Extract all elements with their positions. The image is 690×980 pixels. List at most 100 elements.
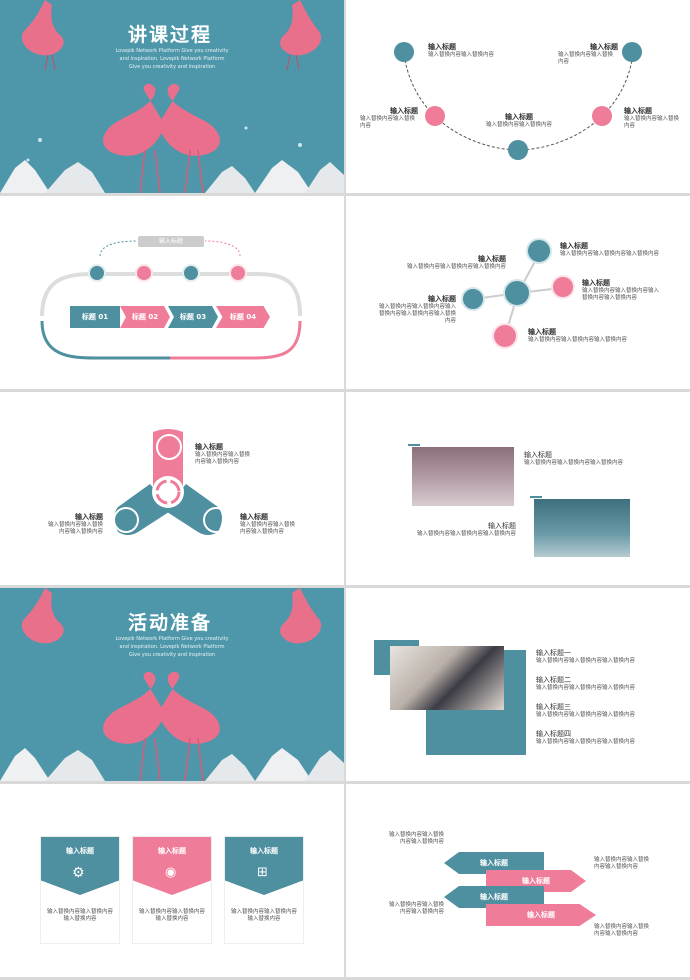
slide-subtitle: Lovepik Network Platform Give you creati… (112, 47, 232, 71)
slide-title: 活动准备 (128, 612, 213, 634)
item-text: 输入标题输入替换内容输入替换内容输入替换内容 (195, 442, 255, 466)
item-text: 输入标题二输入替换内容输入替换内容输入替换内容 (536, 675, 635, 692)
subtitle-line: Give you creativity and inspiration (128, 652, 216, 658)
item-text: 输入标题三输入替换内容输入替换内容输入替换内容 (536, 702, 635, 719)
corner-accent (408, 444, 420, 446)
item-desc: 输入替换内容输入替换内容输入替换内容 (560, 251, 660, 257)
aperture-icon: ◉ (165, 865, 177, 880)
item-desc: 输入替换内容输入替换内容输入替换内容输入替换内容 (582, 288, 660, 301)
arc-connector (403, 54, 634, 151)
card-header (133, 837, 211, 895)
right-arrow: 输入标题 (486, 904, 596, 926)
bag-icon (156, 434, 182, 460)
brain-icon (503, 279, 531, 307)
step-icon (135, 264, 153, 282)
step-arrow: 标题 04 (216, 306, 270, 328)
cycle-loop (40, 240, 302, 360)
item-title: 输入标题 (524, 451, 552, 459)
slide-2[interactable]: 输入标题输入替换内容输入替换内容 输入标题输入替换内容输入替换内容 输入标题输入… (346, 0, 690, 193)
item-title: 输入标题 (582, 279, 610, 287)
card: 输入标题 ⊞ 输入替换内容输入替换内容输入替换内容 (224, 836, 304, 944)
slide-8[interactable]: 输入标题一输入替换内容输入替换内容输入替换内容 输入标题二输入替换内容输入替换内… (346, 588, 690, 781)
item-desc: 输入替换内容输入替换内容 (558, 52, 614, 65)
item-title: 输入标题 (428, 295, 456, 303)
card: 输入标题 ⚙ 输入替换内容输入替换内容输入替换内容 (40, 836, 120, 944)
item-text: 输入标题输入替换内容输入替换内容 (624, 106, 684, 130)
left-arrow: 输入标题 (444, 886, 544, 908)
slide-4[interactable]: 输入标题输入替换内容输入替换内容输入替换内容 输入标题输入替换内容输入替换内容输… (346, 196, 690, 389)
node-circle (394, 42, 414, 62)
item-text: 输入标题输入替换内容输入替换内容输入替换内容 (48, 512, 103, 536)
item-desc: 输入替换内容输入替换内容输入替换内容 (536, 685, 636, 691)
subtitle-line: Lovepik Network Platform Give you creati… (115, 636, 229, 642)
item-title: 输入标题 (528, 328, 556, 336)
monitor-icon (526, 238, 552, 264)
corner-accent (530, 496, 542, 498)
item-title: 输入标题 (624, 107, 652, 115)
item-title: 输入标题四 (536, 730, 571, 738)
card-title: 输入标题 (158, 847, 186, 855)
item-title: 输入标题一 (536, 649, 571, 657)
card-desc: 输入替换内容输入替换内容输入替换内容 (47, 909, 114, 922)
item-text: 输入标题输入替换内容输入替换内容输入替换内容 (560, 241, 660, 258)
gear-icon: ⚙ (72, 865, 85, 881)
spinner-diagram (114, 429, 222, 535)
slide-10[interactable]: 输入标题 输入标题 输入标题 输入标题 输入替换内容输入替换内容输入替换内容 输… (346, 784, 690, 977)
windows-icon: ⊞ (257, 865, 268, 880)
subtitle-line: and inspiration. Lovepik Network Platfor… (119, 56, 225, 62)
slide-1[interactable]: 讲课过程 Lovepik Network Platform Give you c… (0, 0, 344, 193)
living-room-photo (534, 499, 630, 557)
item-text: 输入标题输入替换内容输入替换内容输入替换内容 (524, 450, 664, 467)
side-text: 输入替换内容输入替换内容输入替换内容 (388, 832, 444, 845)
slide-9[interactable]: 输入标题 ⚙ 输入替换内容输入替换内容输入替换内容 输入标题 ◉ 输入替换内容输… (0, 784, 344, 977)
item-text: 输入标题输入替换内容输入替换内容输入替换内容 (240, 512, 295, 536)
item-title: 输入标题 (488, 522, 516, 530)
item-title: 输入标题 (75, 513, 103, 521)
item-desc: 输入替换内容输入替换内容输入替换内容 (536, 739, 636, 745)
item-desc: 输入替换内容输入替换内容输入替换内容输入替换内容输入替换内容 (378, 304, 456, 324)
subtitle-line: Lovepik Network Platform Give you creati… (115, 48, 229, 54)
item-title: 输入标题 (428, 43, 456, 51)
item-text: 输入标题输入替换内容输入替换内容输入替换内容 (406, 521, 516, 538)
item-text: 输入标题输入替换内容输入替换内容输入替换内容输入替换内容输入替换内容 (376, 294, 456, 325)
item-title: 输入标题 (560, 242, 588, 250)
node-circle (622, 42, 642, 62)
item-desc: 输入替换内容输入替换内容输入替换内容 (536, 712, 636, 718)
laptop-photo (390, 646, 504, 710)
item-text: 输入标题四输入替换内容输入替换内容输入替换内容 (536, 729, 635, 746)
slide-title: 讲课过程 (128, 24, 213, 46)
item-text: 输入标题输入替换内容输入替换内容 (558, 42, 618, 66)
side-text: 输入替换内容输入替换内容输入替换内容 (388, 902, 444, 915)
item-text: 输入标题输入替换内容输入替换内容输入替换内容 (528, 327, 628, 344)
slide-5[interactable]: 输入标题输入替换内容输入替换内容输入替换内容 输入标题输入替换内容输入替换内容输… (0, 392, 344, 585)
item-desc: 输入替换内容输入替换内容输入替换内容 (195, 452, 251, 465)
subtitle-line: and inspiration. Lovepik Network Platfor… (119, 644, 225, 650)
step-arrow: 标题 03 (168, 306, 218, 328)
node-circle (425, 106, 445, 126)
card-title: 输入标题 (66, 847, 94, 855)
slide-subtitle: Lovepik Network Platform Give you creati… (112, 635, 232, 659)
step-arrow: 标题 02 (120, 306, 170, 328)
card-desc: 输入替换内容输入替换内容输入替换内容 (231, 909, 298, 922)
slide-6[interactable]: 输入标题输入替换内容输入替换内容输入替换内容 输入标题输入替换内容输入替换内容输… (346, 392, 690, 585)
subtitle-line: Give you creativity and inspiration (128, 64, 216, 70)
item-text: 输入标题输入替换内容输入替换内容输入替换内容 (406, 254, 506, 271)
card: 输入标题 ◉ 输入替换内容输入替换内容输入替换内容 (132, 836, 212, 944)
item-desc: 输入替换内容输入替换内容输入替换内容 (48, 522, 104, 535)
flamingo-illustration (0, 588, 344, 781)
side-text: 输入替换内容输入替换内容输入替换内容 (594, 924, 650, 937)
item-desc: 输入替换内容输入替换内容输入替换内容 (406, 264, 506, 270)
slide-3[interactable]: 输入标题 标题 01 标题 02 标题 03 标题 04 (0, 196, 344, 389)
item-desc: 输入替换内容输入替换内容 (624, 116, 680, 129)
item-text: 输入标题输入替换内容输入替换内容输入替换内容输入替换内容 (582, 278, 662, 302)
store-icon (113, 507, 139, 533)
step-icon (88, 264, 106, 282)
item-title: 输入标题 (390, 107, 418, 115)
item-title: 输入标题二 (536, 676, 571, 684)
slide-7[interactable]: 活动准备 Lovepik Network Platform Give you c… (0, 588, 344, 781)
step-arrow: 标题 01 (70, 306, 120, 328)
node-circle (508, 140, 528, 160)
item-text: 输入标题一输入替换内容输入替换内容输入替换内容 (536, 648, 635, 665)
item-desc: 输入替换内容输入替换内容输入替换内容 (240, 522, 296, 535)
top-label: 输入标题 (138, 236, 204, 247)
